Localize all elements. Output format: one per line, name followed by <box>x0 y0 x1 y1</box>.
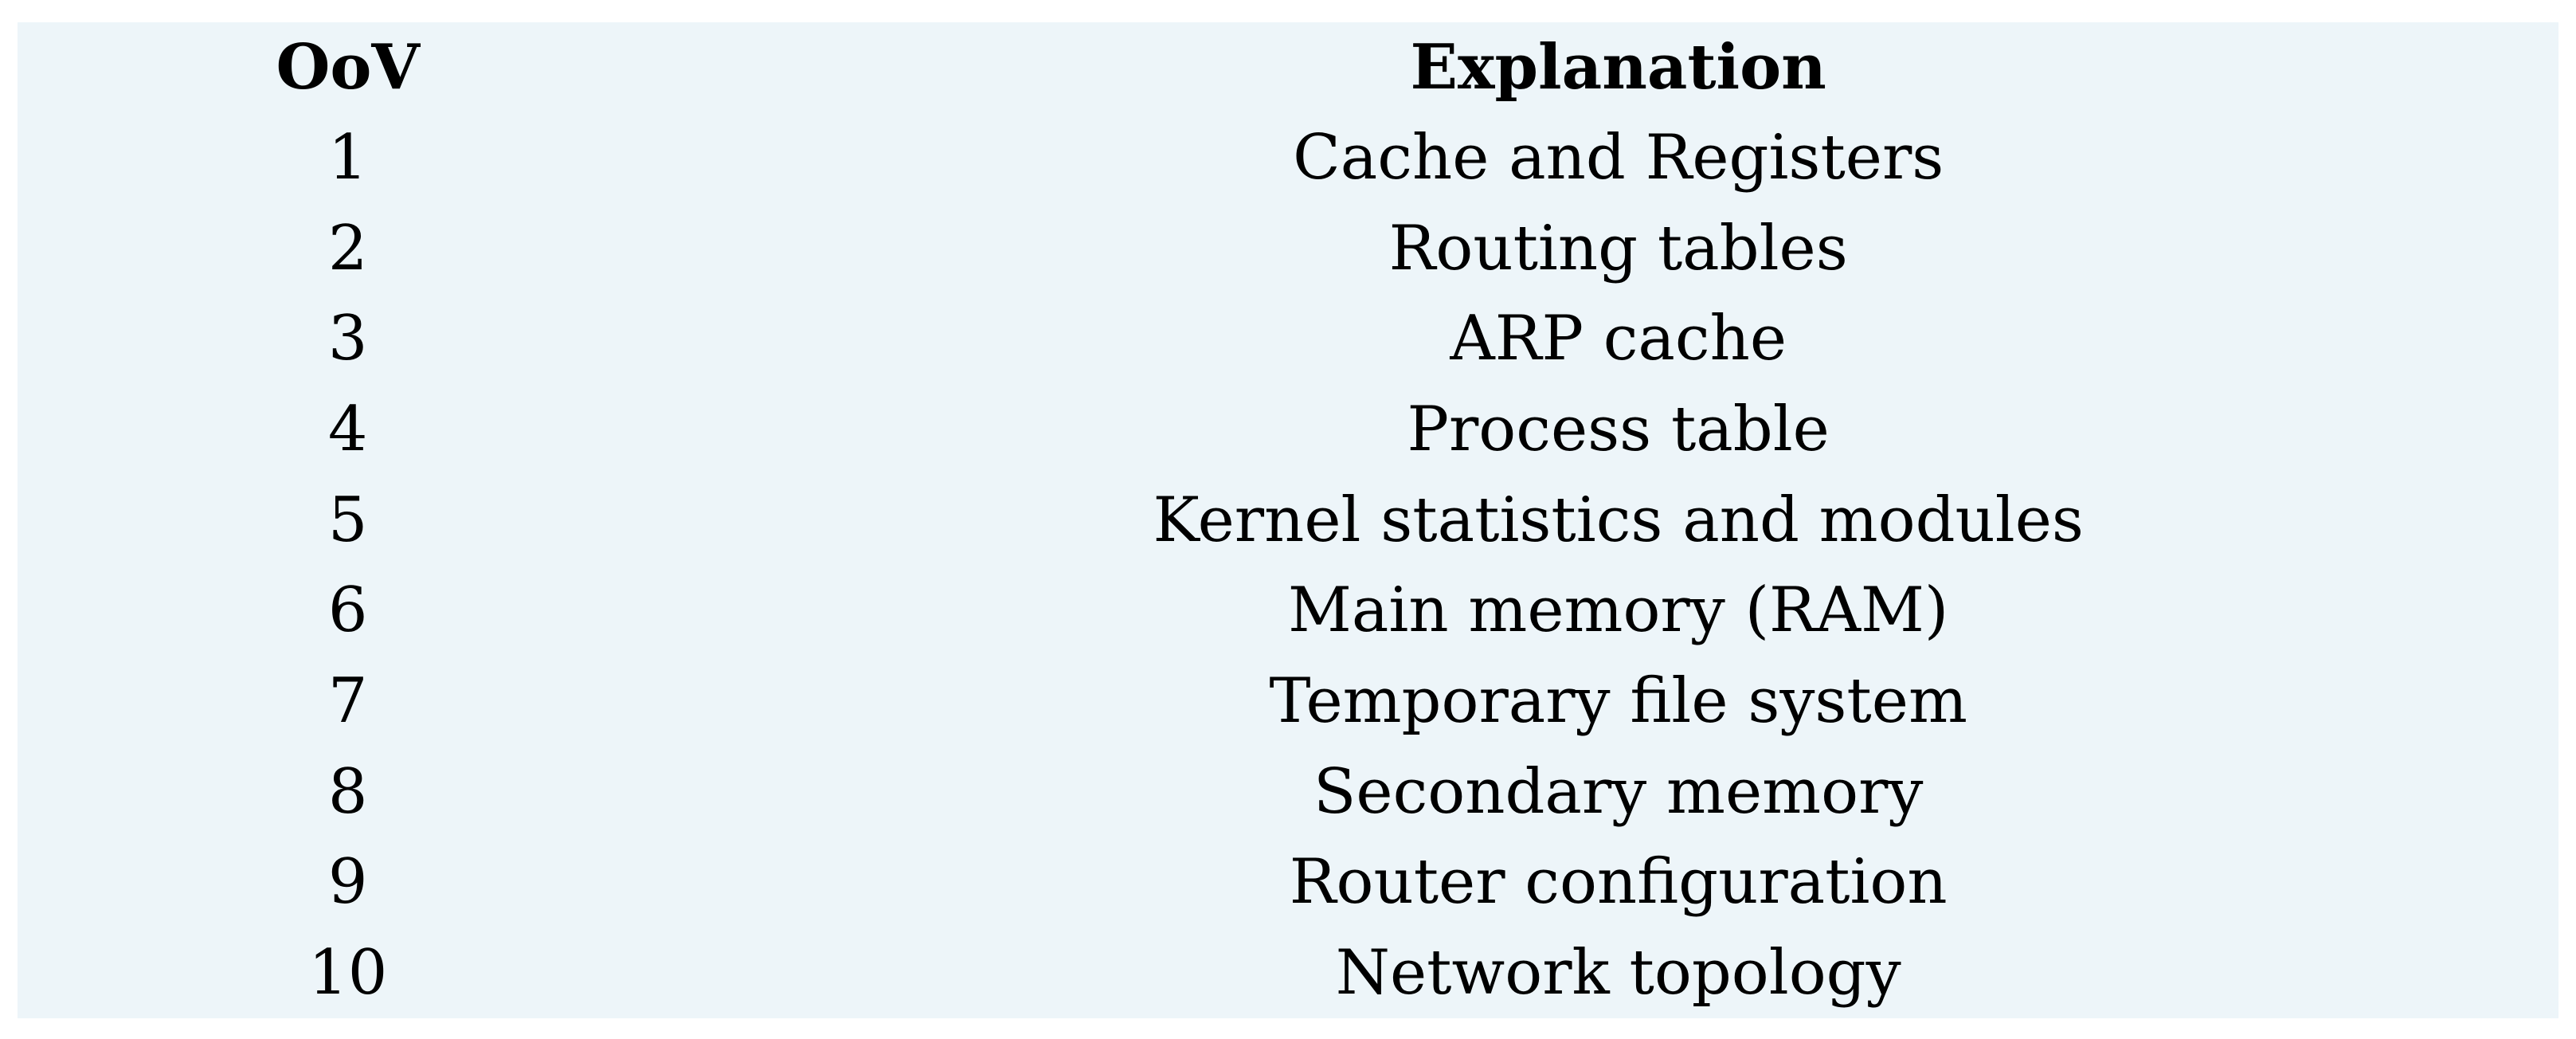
oov-cell: 6 <box>327 574 368 647</box>
oov-cell: 8 <box>327 755 368 828</box>
explanation-cell: Temporary file system <box>1269 665 1967 737</box>
table-row: 8 Secondary memory <box>18 747 2558 837</box>
table-row: 9 Router configuration <box>18 837 2558 928</box>
table-row: 7 Temporary file system <box>18 656 2558 747</box>
explanation-cell: Routing tables <box>1388 212 1848 284</box>
explanation-cell: Main memory (RAM) <box>1288 574 1949 647</box>
oov-cell: 2 <box>327 212 368 284</box>
oov-cell: 4 <box>327 393 368 465</box>
oov-cell: 7 <box>327 665 368 737</box>
table-row: 10 Network topology <box>18 927 2558 1018</box>
table-row: 4 Process table <box>18 384 2558 475</box>
explanation-cell: ARP cache <box>1450 303 1787 375</box>
oov-cell: 10 <box>308 937 388 1010</box>
explanation-cell: Network topology <box>1335 937 1901 1010</box>
oov-cell: 3 <box>327 303 368 375</box>
explanation-cell: Process table <box>1407 393 1830 465</box>
column-header-oov: OoV <box>276 30 420 104</box>
table-row: 6 Main memory (RAM) <box>18 565 2558 656</box>
table-row: 3 ARP cache <box>18 293 2558 384</box>
column-header-explanation: Explanation <box>1410 30 1826 104</box>
oov-cell: 5 <box>327 484 368 556</box>
oov-cell: 9 <box>327 846 368 919</box>
table-header-row: OoV Explanation <box>18 22 2558 112</box>
table-row: 2 Routing tables <box>18 203 2558 294</box>
explanation-cell: Kernel statistics and modules <box>1153 484 2084 556</box>
explanation-cell: Router configuration <box>1289 846 1948 919</box>
table-body: 1 Cache and Registers 2 Routing tables 3 ARP … <box>18 112 2558 1018</box>
explanation-cell: Secondary memory <box>1313 755 1924 828</box>
table-row: 5 Kernel statistics and modules <box>18 475 2558 566</box>
explanation-cell: Cache and Registers <box>1293 121 1944 194</box>
table-row: 1 Cache and Registers <box>18 112 2558 203</box>
oov-cell: 1 <box>327 121 368 194</box>
